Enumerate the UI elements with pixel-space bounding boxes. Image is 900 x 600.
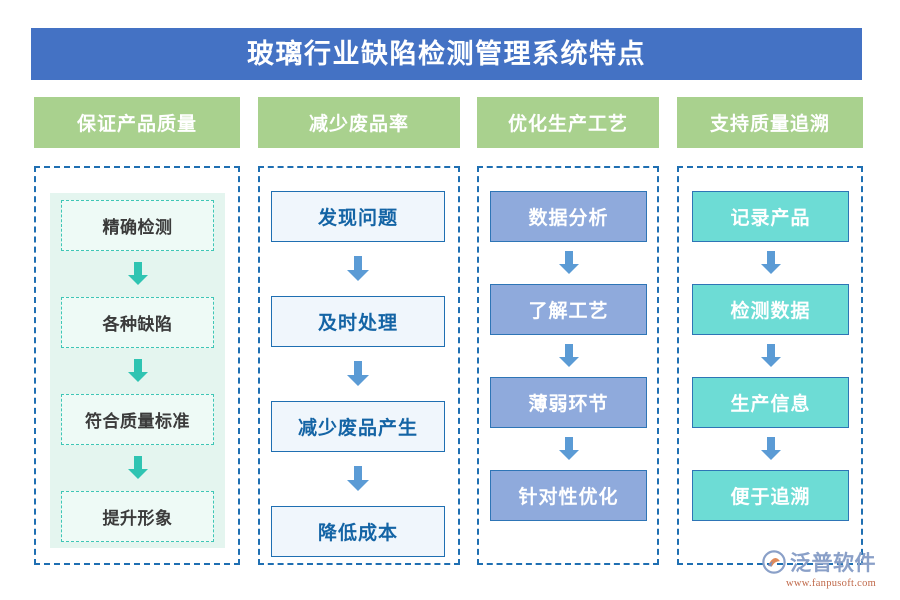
column-header-label-2: 减少废品率 xyxy=(308,114,409,135)
flow-node[interactable]: 降低成本 xyxy=(271,506,445,557)
flow-node[interactable]: 了解工艺 xyxy=(490,284,647,335)
flow-node[interactable]: 各种缺陷 xyxy=(61,297,214,348)
flow-node[interactable]: 数据分析 xyxy=(490,191,647,242)
arrow-down-icon xyxy=(558,251,579,274)
arrow-down-icon xyxy=(760,437,781,460)
arrow-down-icon xyxy=(347,466,369,491)
page-title: 玻璃行业缺陷检测管理系统特点 xyxy=(247,38,646,69)
arrow-down-icon xyxy=(760,344,781,367)
flow-node[interactable]: 便于追溯 xyxy=(692,470,849,521)
arrow-down-icon xyxy=(127,456,148,479)
flow-node[interactable]: 发现问题 xyxy=(271,191,445,242)
arrow-down-icon xyxy=(127,359,148,382)
column-body-1 xyxy=(34,166,240,565)
flow-node[interactable]: 精确检测 xyxy=(61,200,214,251)
column-header-label-1: 保证产品质量 xyxy=(76,114,197,135)
column-header-2: 减少废品率 xyxy=(258,97,460,148)
flow-column-4: 记录产品 检测数据 生产信息 便于追溯 xyxy=(692,191,849,521)
fanpu-logo-icon xyxy=(762,550,786,574)
arrow-down-icon xyxy=(127,262,148,285)
flow-node[interactable]: 减少废品产生 xyxy=(271,401,445,452)
arrow-down-icon xyxy=(347,361,369,386)
flow-node[interactable]: 检测数据 xyxy=(692,284,849,335)
column-header-4: 支持质量追溯 xyxy=(677,97,863,148)
column-body-2 xyxy=(258,166,460,565)
column-header-label-4: 支持质量追溯 xyxy=(709,114,830,135)
column-header-1: 保证产品质量 xyxy=(34,97,240,148)
flow-node[interactable]: 及时处理 xyxy=(271,296,445,347)
brand-name: 泛普软件 xyxy=(790,552,876,575)
arrow-down-icon xyxy=(558,437,579,460)
flow-column-3: 数据分析 了解工艺 薄弱环节 针对性优化 xyxy=(490,191,647,521)
column-header-3: 优化生产工艺 xyxy=(477,97,659,148)
column-body-3 xyxy=(477,166,659,565)
flow-node[interactable]: 记录产品 xyxy=(692,191,849,242)
flow-node[interactable]: 符合质量标准 xyxy=(61,394,214,445)
brand-logo: 泛普软件 www.fanpusoft.com xyxy=(762,546,894,590)
arrow-down-icon xyxy=(760,251,781,274)
flow-node[interactable]: 薄弱环节 xyxy=(490,377,647,428)
page-title-bar: 玻璃行业缺陷检测管理系统特点 xyxy=(31,28,862,80)
arrow-down-icon xyxy=(347,256,369,281)
column-header-label-3: 优化生产工艺 xyxy=(507,114,628,135)
flow-node[interactable]: 提升形象 xyxy=(61,491,214,542)
arrow-down-icon xyxy=(558,344,579,367)
brand-url: www.fanpusoft.com xyxy=(786,578,877,589)
flow-node[interactable]: 生产信息 xyxy=(692,377,849,428)
flow-column-2: 发现问题 及时处理 减少废品产生 降低成本 xyxy=(271,191,445,557)
brand-row: 泛普软件 xyxy=(762,547,894,577)
flow-column-1: 精确检测 各种缺陷 符合质量标准 提升形象 xyxy=(61,200,214,542)
flow-node[interactable]: 针对性优化 xyxy=(490,470,647,521)
